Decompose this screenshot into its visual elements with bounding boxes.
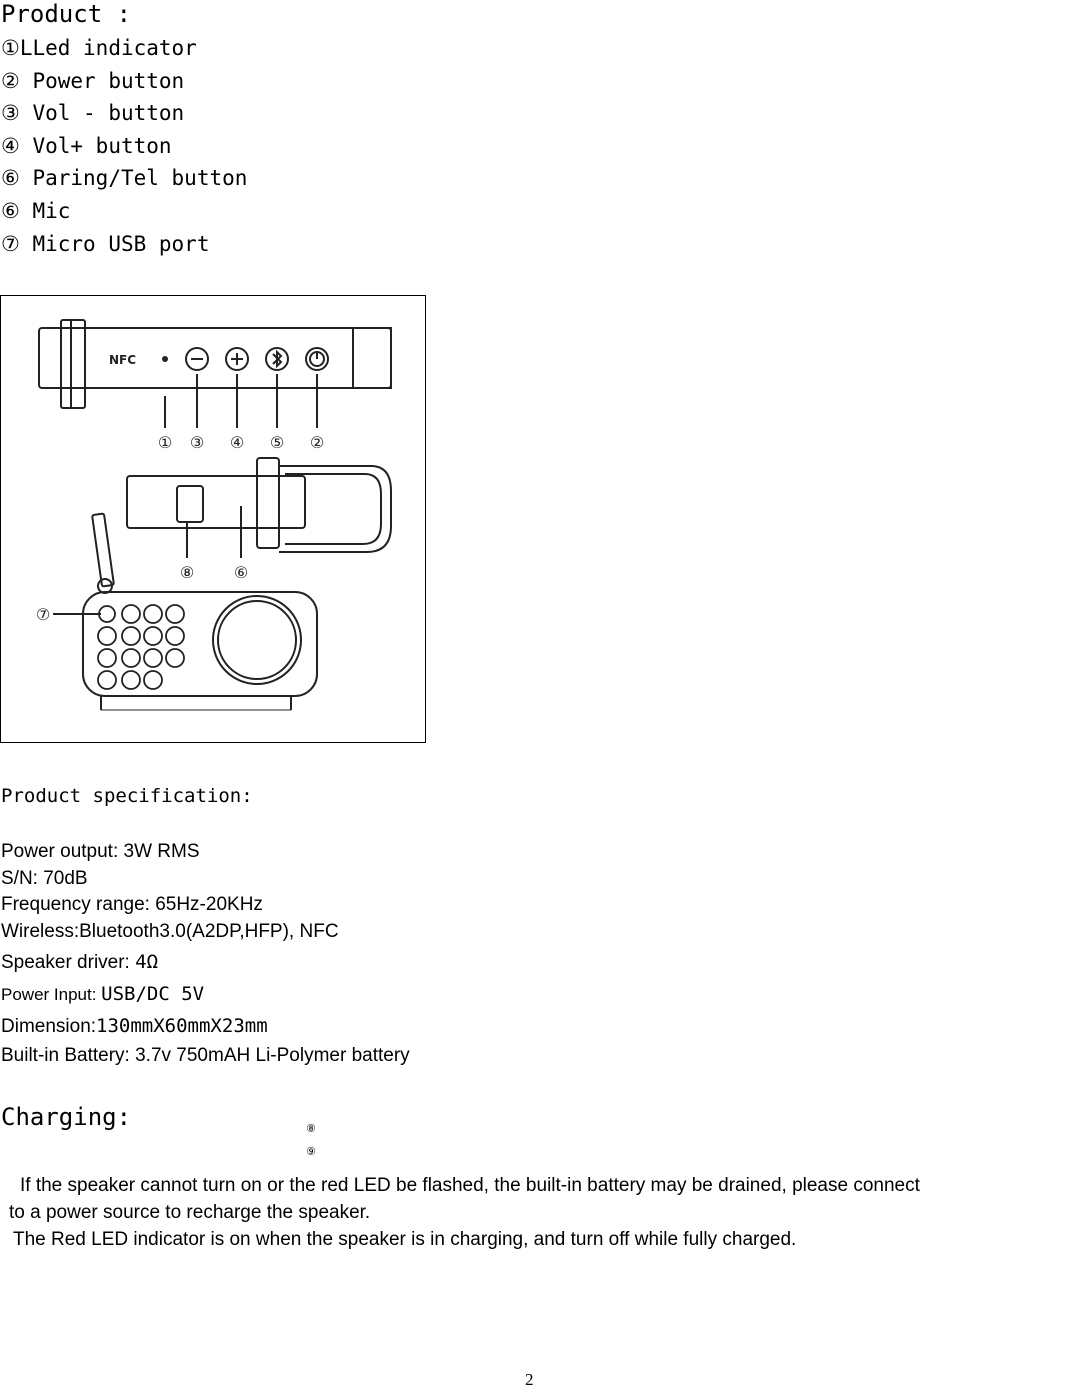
usb-port-outline [176, 485, 204, 523]
charging-text-line1: If the speaker cannot turn on or the red… [20, 1175, 920, 1196]
callout-8: ⑧ [180, 563, 194, 582]
product-diagram-svg: NFC ① ③ ④ ⑤ ② ⑧ ⑥ ⑦ [36, 319, 392, 711]
spec-title: Product specification: [1, 785, 253, 807]
lanyard-loop [279, 465, 392, 553]
part-item-vol-minus: ③ Vol - button [1, 101, 185, 126]
power-icon [305, 347, 329, 371]
spec-dimension-value: 130mmX60mmX23mm [96, 1015, 268, 1037]
device-top-body [38, 327, 392, 389]
charging-title: Charging: [1, 1103, 132, 1131]
device-top-clip [60, 319, 86, 409]
nfc-label: NFC [109, 353, 136, 367]
vol-minus-icon [185, 347, 209, 371]
part-item-led-indicator: ①LLed indicator [1, 36, 197, 60]
spec-driver-label: Speaker driver: [1, 952, 136, 973]
charging-text-line3: The Red LED indicator is on when the spe… [13, 1229, 797, 1250]
stray-mark-8: ⑧ [306, 1123, 316, 1135]
callout-7: ⑦ [36, 605, 50, 624]
callout-5: ⑤ [270, 433, 284, 452]
page-number: 2 [525, 1370, 534, 1389]
part-item-mic: ⑥ Mic [1, 198, 71, 223]
part-item-paring-tel: ⑥ Paring/Tel button [1, 166, 248, 191]
spec-power-output: Power output: 3W RMS [1, 841, 200, 862]
spec-wireless: Wireless:Bluetooth3.0(A2DP,HFP), NFC [1, 921, 339, 942]
part-item-micro-usb: ⑦ Micro USB port [1, 231, 210, 256]
callout-1: ① [158, 433, 172, 452]
callout-2: ② [310, 433, 324, 452]
part-item-power-button: ② Power button [1, 68, 185, 93]
spec-dimension-label: Dimension: [1, 1016, 97, 1037]
spec-dimension: Dimension:130mmX60mmX23mm [1, 1015, 268, 1038]
parts-list: ①LLed indicator ② Power button ③ Vol - b… [1, 32, 247, 260]
keypad-grid [97, 604, 185, 690]
product-diagram: NFC ① ③ ④ ⑤ ② ⑧ ⑥ ⑦ [0, 295, 426, 743]
charging-text-line2: to a power source to recharge the speake… [9, 1202, 371, 1223]
vol-plus-icon [225, 347, 249, 371]
spec-power-input: Power Input: USB/DC 5V [1, 983, 204, 1005]
spec-input-value: USB/DC 5V [101, 983, 205, 1005]
device-top-endcap [352, 327, 392, 389]
pairing-icon [265, 347, 289, 371]
spec-driver: Speaker driver: 4Ω [1, 951, 158, 974]
led-indicator-dot [162, 356, 168, 362]
callout-4: ④ [230, 433, 244, 452]
device-front-body [82, 591, 318, 697]
clip-strap [91, 512, 115, 588]
spec-sn: S/N: 70dB [1, 868, 88, 889]
device-side-body [126, 475, 306, 529]
part-item-vol-plus: ④ Vol+ button [1, 133, 172, 158]
product-title: Product : [1, 0, 132, 28]
spec-frequency: Frequency range: 65Hz-20KHz [1, 894, 263, 915]
callout-6: ⑥ [234, 563, 248, 582]
stray-mark-9: ⑨ [306, 1146, 316, 1158]
spec-driver-value: 4Ω [135, 951, 159, 973]
device-side-clip [256, 457, 280, 549]
callout-3: ③ [190, 433, 204, 452]
speaker-grill [212, 595, 302, 685]
spec-input-label: Power Input: [1, 985, 102, 1004]
spec-battery: Built-in Battery: 3.7v 750mAH Li-Polymer… [1, 1045, 410, 1066]
